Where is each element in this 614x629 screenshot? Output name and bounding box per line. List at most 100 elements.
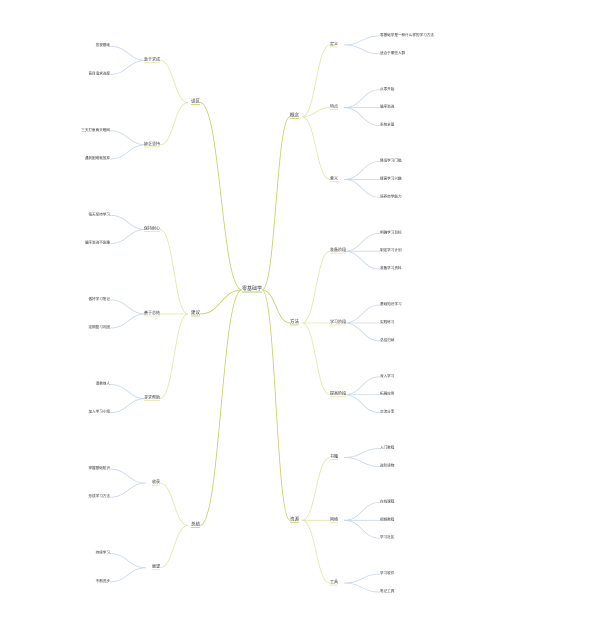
leaf-node: 实践练习: [380, 319, 395, 324]
leaf-link: [109, 553, 147, 569]
leaf-node: 培养自学能力: [380, 193, 402, 198]
sub-branch-link: [159, 59, 189, 103]
leaf-link: [109, 59, 147, 75]
branch-node: 资源: [290, 515, 299, 522]
sub-branch-link: [159, 482, 189, 526]
leaf-link: [109, 468, 147, 484]
branch-node: 建议: [191, 309, 200, 316]
leaf-link: [343, 179, 381, 198]
leaf-node: 笔记工具: [380, 588, 395, 593]
branch-link: [261, 289, 291, 521]
leaf-node: 入门教程: [380, 445, 395, 450]
leaf-link: [343, 322, 381, 342]
sub-branch-node: 寻求帮助: [144, 394, 160, 400]
sub-branch-link: [301, 250, 331, 324]
sub-branch-node: 学习阶段: [330, 318, 346, 324]
leaf-node: 系统全面: [380, 122, 395, 127]
branch-link: [199, 289, 243, 526]
branch-link: [261, 289, 291, 324]
sub-branch-node: 书籍: [330, 453, 338, 459]
sub-branch-node: 意义: [330, 174, 338, 180]
leaf-node: 循序渐进: [380, 104, 395, 109]
leaf-link: [343, 304, 381, 324]
leaf-link: [109, 482, 147, 498]
leaf-link: [109, 229, 147, 244]
leaf-link: [343, 35, 381, 46]
leaf-node: 进阶读物: [380, 462, 395, 467]
leaf-link: [109, 398, 147, 414]
sub-branch-link: [159, 525, 189, 569]
leaf-node: 不断进步: [96, 578, 111, 583]
sub-branch-link: [159, 102, 189, 146]
leaf-link: [343, 457, 381, 467]
leaf-link: [109, 313, 147, 329]
leaf-link: [343, 573, 381, 584]
sub-branch-node: 网络: [330, 515, 338, 521]
sub-branch-node: 保持耐心: [144, 224, 160, 230]
leaf-node: 视频教程: [380, 516, 395, 521]
leaf-node: 准备学习资料: [380, 265, 402, 270]
leaf-node: 从零开始: [380, 86, 395, 91]
leaf-link: [109, 130, 147, 146]
leaf-node: 盲目追求进度: [88, 70, 110, 75]
sub-branch-node: 展望: [152, 563, 160, 569]
leaf-node: 交流分享: [380, 409, 395, 414]
sub-branch-link: [159, 229, 189, 315]
leaf-link: [343, 161, 381, 180]
leaf-link: [343, 232, 381, 252]
leaf-node: 学习软件: [380, 570, 395, 575]
branch-node: 总结: [191, 520, 200, 527]
sub-branch-link: [301, 322, 331, 396]
leaf-node: 循序渐进不急躁: [85, 240, 111, 245]
leaf-node: 拓展应用: [380, 391, 395, 396]
leaf-node: 在线课程: [380, 498, 395, 503]
leaf-node: 持续学习: [96, 550, 111, 555]
leaf-node: 基础知识学习: [380, 301, 402, 306]
sub-branch-link: [159, 313, 189, 399]
leaf-node: 遇到困难就放弃: [85, 155, 111, 160]
mind-map-nodes: 零基础学概念定义零基础学是一种什么样的学习方法适合于哪些人群特点从零开始循序渐进…: [81, 32, 434, 593]
sub-branch-node: 特点: [330, 103, 338, 109]
leaf-node: 深入学习: [380, 373, 395, 378]
leaf-node: 忽视基础: [96, 42, 111, 47]
leaf-link: [343, 448, 381, 458]
leaf-node: 零基础学是一种什么样的学习方法: [380, 32, 434, 37]
sub-branch-node: 提高阶段: [330, 390, 346, 396]
leaf-link: [109, 144, 147, 160]
leaf-node: 制定学习计划: [380, 247, 402, 252]
leaf-node: 形成学习方法: [88, 493, 110, 498]
leaf-link: [343, 501, 381, 521]
branch-node: 误区: [191, 98, 200, 105]
sub-branch-link: [301, 116, 331, 180]
leaf-node: 学习社区: [380, 534, 395, 539]
sub-branch-node: 善于总结: [144, 309, 160, 315]
leaf-link: [109, 384, 147, 399]
root-node: 零基础学: [242, 285, 262, 292]
branch-node: 方法: [290, 318, 299, 325]
leaf-node: 明确学习目标: [380, 229, 402, 234]
mind-map-links: [109, 35, 381, 593]
sub-branch-link: [301, 519, 331, 584]
leaf-node: 定期复习巩固: [88, 324, 110, 329]
leaf-node: 掌握基础知识: [88, 465, 110, 470]
leaf-node: 三天打鱼两天晒网: [81, 127, 110, 132]
leaf-link: [109, 299, 147, 315]
sub-branch-node: 工具: [330, 578, 338, 584]
sub-branch-node: 急于求成: [144, 55, 160, 61]
leaf-node: 请教他人: [96, 380, 111, 385]
branch-link: [261, 116, 291, 291]
leaf-link: [109, 45, 147, 61]
sub-branch-link: [301, 457, 331, 521]
leaf-node: 降低学习门槛: [380, 158, 402, 163]
sub-branch-node: 准备阶段: [330, 246, 346, 252]
sub-branch-link: [301, 107, 331, 118]
sub-branch-link: [301, 44, 331, 118]
leaf-node: 做好学习笔记: [88, 296, 110, 301]
sub-branch-node: 收获: [152, 478, 160, 484]
leaf-node: 加入学习小组: [88, 409, 110, 414]
leaf-link: [109, 214, 147, 230]
leaf-link: [343, 394, 381, 414]
leaf-link: [343, 89, 381, 109]
leaf-node: 每天坚持学习: [88, 211, 110, 216]
